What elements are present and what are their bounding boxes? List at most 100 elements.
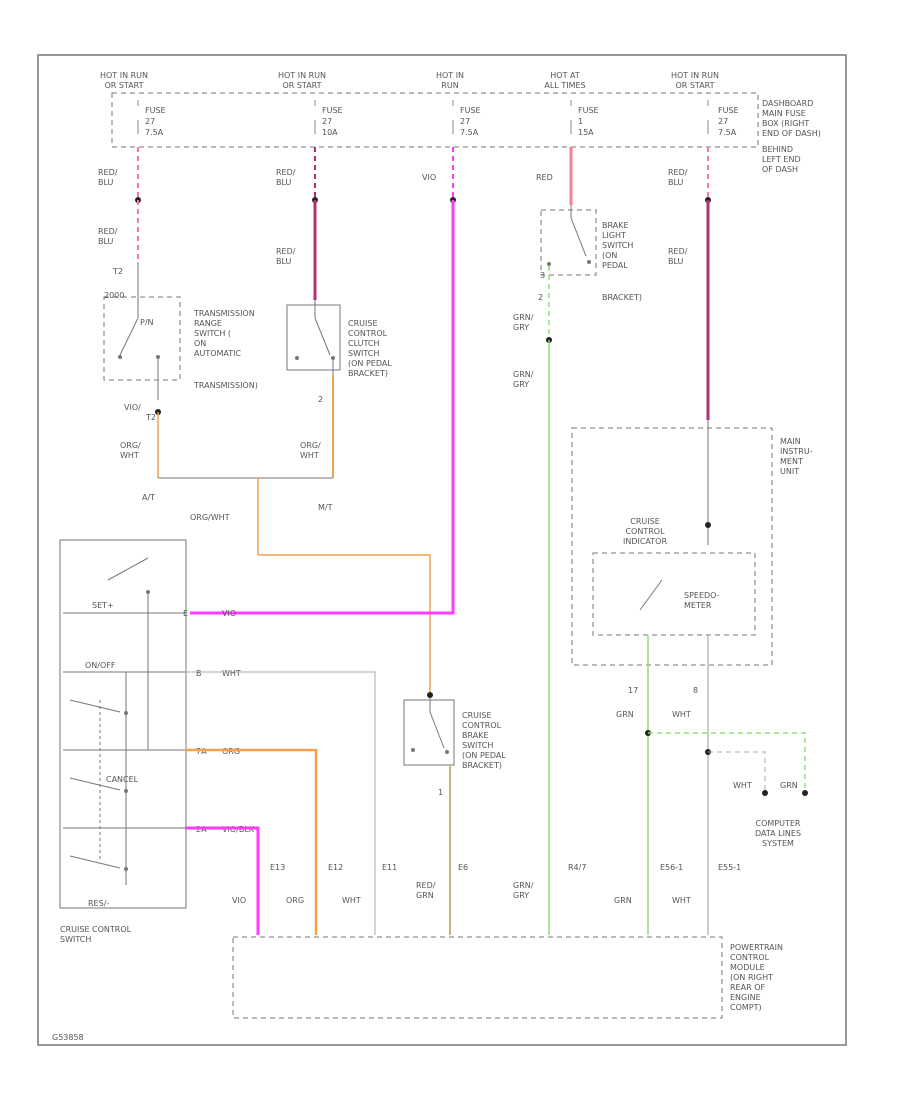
- component-label: CRUISE: [462, 711, 492, 720]
- source-label: HOT AT: [550, 71, 580, 80]
- fuse-box-text: MAIN FUSE: [762, 109, 806, 118]
- pin-label: E55-1: [718, 863, 741, 872]
- wire-label: GRY: [513, 323, 529, 332]
- switch-label: ON/OFF: [85, 661, 116, 670]
- fuse-amperage: 7.5A: [145, 128, 164, 137]
- fuse-label: FUSE: [460, 106, 481, 115]
- powertrain-control-module: POWERTRAIN CONTROL MODULE (ON RIGHT REAR…: [232, 936, 783, 1019]
- wire-label: WHT: [733, 781, 752, 790]
- component-label: MAIN: [780, 437, 801, 446]
- wire-label: WHT: [342, 896, 361, 905]
- wire-label: VIO: [422, 173, 436, 182]
- pin-label: T2: [112, 267, 123, 276]
- source-label: OR START: [282, 81, 321, 90]
- wire-red: RED: [536, 147, 573, 205]
- component-label: BRACKET): [462, 761, 502, 770]
- fuse-box-text: LEFT END: [762, 155, 801, 164]
- wire-label: ORG/WHT: [190, 513, 230, 522]
- main-instrument-unit: MAIN INSTRU- MENT UNIT CRUISE CONTROL IN…: [571, 420, 813, 666]
- component-label: DATA LINES: [755, 829, 801, 838]
- source-label: RUN: [441, 81, 458, 90]
- component-label: MODULE: [730, 963, 765, 972]
- wire-label: GRN/: [513, 370, 534, 379]
- fuse-box-text: BEHIND: [762, 145, 793, 154]
- wire-label: BLU: [276, 257, 292, 266]
- wire-label: BLU: [276, 178, 292, 187]
- pin-label: E6: [458, 863, 468, 872]
- component-label: (ON PEDAL: [462, 751, 506, 760]
- pin-label: 3: [540, 271, 545, 280]
- wire-label: VIO: [232, 896, 246, 905]
- at-label: A/T: [142, 493, 155, 502]
- fuse-amperage: 10A: [322, 128, 338, 137]
- component-label: SWITCH: [60, 935, 91, 944]
- figure-id: G53858: [52, 1033, 84, 1042]
- wire-label: GRN/: [513, 313, 534, 322]
- fuse-label: FUSE: [322, 106, 343, 115]
- component-label: COMPUTER: [756, 819, 801, 828]
- fuse-box-text: END OF DASH): [762, 129, 821, 138]
- fuse-amperage: 7.5A: [460, 128, 479, 137]
- pin-label: T2: [145, 413, 156, 422]
- wire-vio: VIO: [190, 147, 456, 615]
- diagram-frame: [37, 54, 847, 1046]
- pin-label: 2000: [104, 291, 124, 300]
- switch-to-pcm-wires: [185, 671, 376, 935]
- wire-label: BLU: [98, 178, 114, 187]
- source-3: HOT IN RUN FUSE 27 7.5A: [436, 71, 481, 137]
- switch-label: CANCEL: [106, 775, 139, 784]
- pin-label: R4/7: [568, 863, 586, 872]
- fuse-box-text: DASHBOARD: [762, 99, 813, 108]
- pin-label: E12: [328, 863, 343, 872]
- pin-label: B: [196, 669, 202, 678]
- fuse-number: 27: [718, 117, 728, 126]
- wire-label: RED/: [276, 168, 296, 177]
- pin-label: 2: [318, 395, 323, 404]
- component-label: CRUISE: [630, 517, 660, 526]
- component-label: TRANSMISSION: [193, 309, 255, 318]
- wire-label: ORG: [286, 896, 304, 905]
- pin-label: 17: [628, 686, 638, 695]
- wire-label: WHT: [222, 669, 241, 678]
- fuse-number: 1: [578, 117, 583, 126]
- component-label: METER: [684, 601, 712, 610]
- component-label: BRAKE: [602, 221, 629, 230]
- pin-label: E13: [270, 863, 285, 872]
- component-label: MENT: [780, 457, 803, 466]
- wire-label: GRN: [616, 710, 634, 719]
- wire-label: BLU: [668, 257, 684, 266]
- transmission-range-switch: T2 2000 P/N VIO/ T2 TRANSMISSION RANGE S…: [103, 262, 258, 422]
- wire-label: RED/: [98, 168, 118, 177]
- wire-label: GRY: [513, 380, 529, 389]
- fuse-number: 27: [460, 117, 470, 126]
- component-label: CLUTCH: [348, 339, 380, 348]
- wire-label: WHT: [300, 451, 319, 460]
- fuse-box-text: BOX (RIGHT: [762, 119, 809, 128]
- pin-label: 2: [538, 293, 543, 302]
- pin-label: 8: [693, 686, 698, 695]
- wire-label: WHT: [672, 710, 691, 719]
- wire-label: WHT: [672, 896, 691, 905]
- wire-label: VIO/: [124, 403, 141, 412]
- component-label: ON: [194, 339, 206, 348]
- component-label: CONTROL: [730, 953, 770, 962]
- wire-label: RED/: [668, 168, 688, 177]
- component-label: CONTROL: [625, 527, 665, 536]
- component-label: SWITCH: [602, 241, 633, 250]
- switch-label: SET+: [92, 601, 114, 610]
- component-label: SWITCH (: [194, 329, 231, 338]
- component-label: (ON RIGHT: [730, 973, 773, 982]
- source-1: HOT IN RUN OR START FUSE 27 7.5A: [100, 71, 166, 137]
- source-2: HOT IN RUN OR START FUSE 27 10A: [278, 71, 343, 137]
- source-label: HOT IN RUN: [278, 71, 326, 80]
- fuse-label: FUSE: [718, 106, 739, 115]
- cruise-control-clutch-switch: 2 CRUISE CONTROL CLUTCH SWITCH (ON PEDAL…: [286, 300, 392, 404]
- wire-label: RED: [536, 173, 553, 182]
- component-label: COMPT): [730, 1003, 762, 1012]
- pin-label: E: [183, 609, 188, 618]
- component-label: CRUISE: [348, 319, 378, 328]
- component-label: ENGINE: [730, 993, 761, 1002]
- source-4: HOT AT ALL TIMES FUSE 1 15A: [544, 71, 598, 137]
- wire-label: WHT: [120, 451, 139, 460]
